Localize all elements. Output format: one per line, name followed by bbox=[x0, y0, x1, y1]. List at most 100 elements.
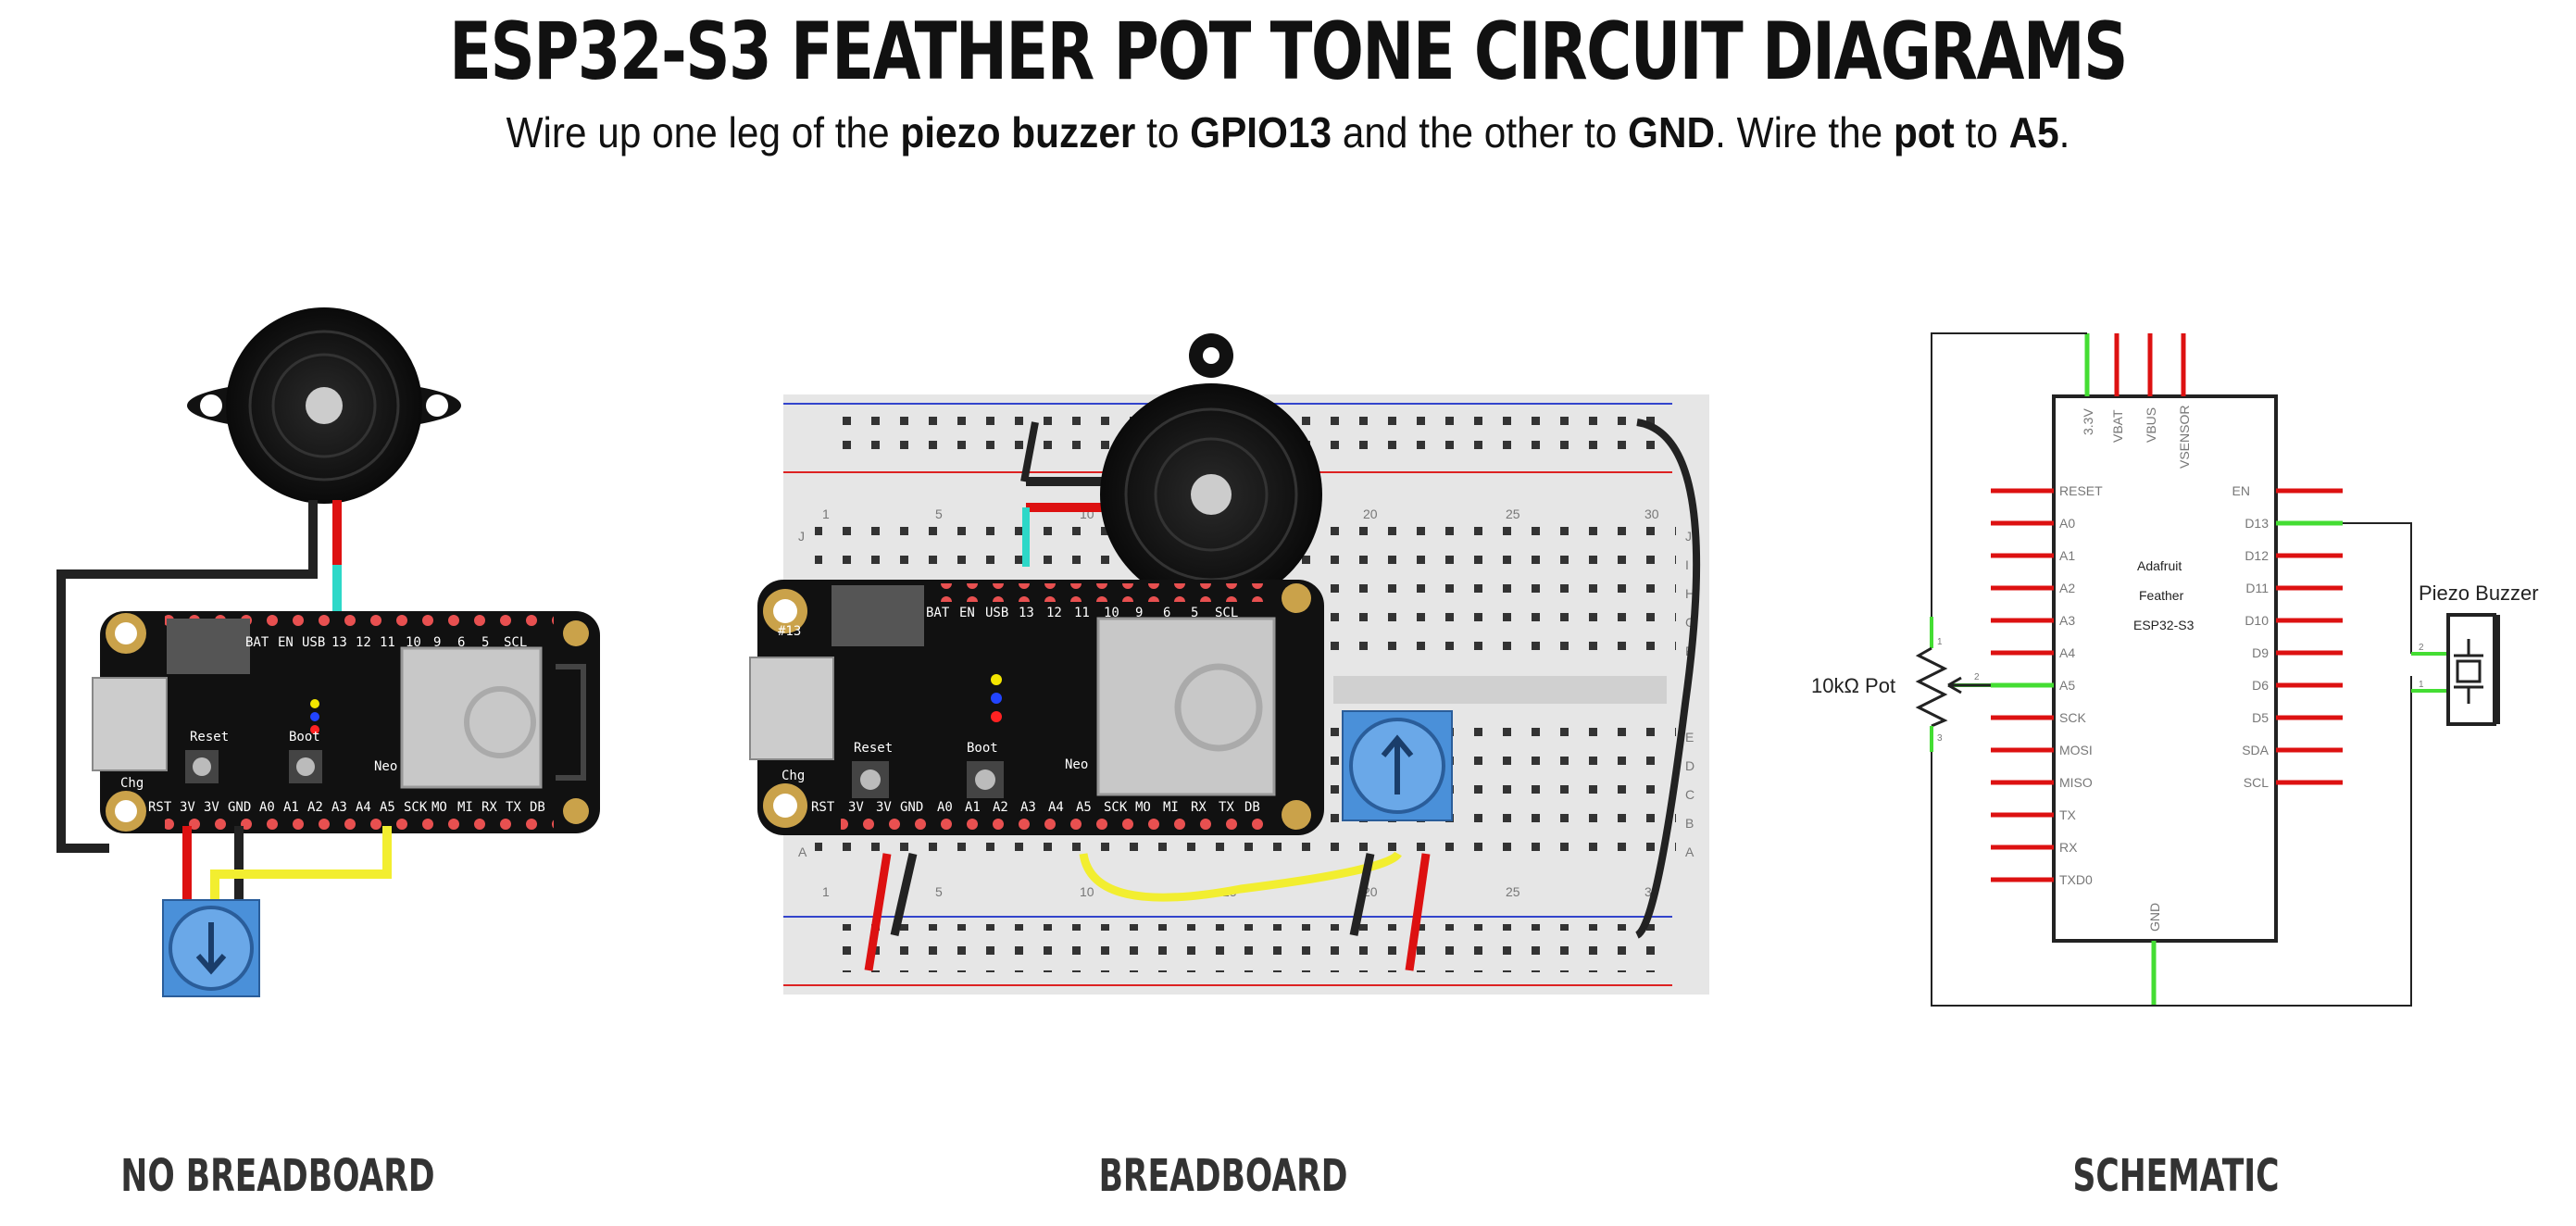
svg-text:5: 5 bbox=[935, 507, 943, 521]
wire-red-3v-rail bbox=[864, 853, 892, 971]
net-3v3 bbox=[1931, 332, 2087, 617]
svg-text:5: 5 bbox=[935, 884, 943, 899]
svg-text:J: J bbox=[798, 529, 805, 544]
svg-text:SCL: SCL bbox=[2244, 775, 2269, 790]
svg-text:EN: EN bbox=[959, 606, 975, 620]
svg-text:Adafruit: Adafruit bbox=[2137, 558, 2182, 573]
label-chg: Chg bbox=[120, 776, 144, 791]
svg-text:RST: RST bbox=[811, 800, 835, 815]
svg-text:20: 20 bbox=[1363, 507, 1378, 521]
svg-text:MI: MI bbox=[1163, 800, 1179, 815]
svg-text:I: I bbox=[1685, 557, 1689, 572]
svg-text:A4: A4 bbox=[1048, 800, 1064, 815]
svg-text:BAT: BAT bbox=[926, 606, 950, 620]
piezo-buzzer-1 bbox=[187, 307, 461, 504]
bottom-pin-labels: RST 3V 3V GND A0 A1 A2 A3 A4 A5 SCK MO M… bbox=[148, 800, 545, 815]
wire-black-gnd-rail bbox=[890, 853, 918, 936]
wire-black-pot-rail bbox=[1349, 853, 1375, 936]
svg-text:TX: TX bbox=[1219, 800, 1234, 815]
svg-text:G: G bbox=[1685, 615, 1695, 630]
label-neo: Neo bbox=[374, 759, 397, 774]
wire-yellow-a5-pot bbox=[1079, 851, 1402, 902]
svg-text:A1: A1 bbox=[283, 800, 299, 815]
page-subtitle: Wire up one leg of the piezo buzzer to G… bbox=[506, 108, 2070, 156]
svg-text:MOSI: MOSI bbox=[2059, 743, 2093, 757]
label-boot: Boot bbox=[289, 730, 320, 744]
svg-text:SCL: SCL bbox=[1215, 606, 1238, 620]
svg-text:DB: DB bbox=[1244, 800, 1260, 815]
svg-text:3V: 3V bbox=[180, 800, 195, 815]
svg-text:11: 11 bbox=[1074, 606, 1090, 620]
schematic-diagram: Adafruit Feather ESP32-S3 3.3V VBAT VBUS… bbox=[1811, 332, 2539, 1007]
schematic-right-pins: EN D13 D12 D11 D10 D9 D6 D5 SDA SCL bbox=[2232, 483, 2343, 790]
svg-text:USB: USB bbox=[985, 606, 1008, 620]
svg-text:MI: MI bbox=[457, 800, 473, 815]
net-d13 bbox=[2343, 522, 2412, 654]
svg-text:D5: D5 bbox=[2252, 710, 2269, 725]
svg-text:MO: MO bbox=[1135, 800, 1151, 815]
svg-text:30: 30 bbox=[1644, 507, 1659, 521]
svg-text:2: 2 bbox=[1974, 672, 1980, 682]
svg-text:EN: EN bbox=[278, 635, 294, 650]
schematic-potentiometer: 10kΩ Pot 1 2 3 bbox=[1811, 617, 1991, 752]
svg-text:A5: A5 bbox=[1076, 800, 1092, 815]
svg-text:D: D bbox=[1685, 758, 1694, 773]
svg-text:H: H bbox=[1685, 586, 1694, 601]
svg-text:A3: A3 bbox=[1020, 800, 1036, 815]
wire-black-rail-jumper bbox=[1020, 421, 1039, 482]
svg-text:2: 2 bbox=[2419, 643, 2424, 653]
svg-text:VSENSOR: VSENSOR bbox=[2177, 406, 2192, 469]
svg-text:3V: 3V bbox=[876, 800, 892, 815]
svg-text:SCL: SCL bbox=[504, 635, 527, 650]
svg-text:EN: EN bbox=[2232, 483, 2250, 498]
svg-text:D11: D11 bbox=[2245, 581, 2269, 595]
svg-text:SDA: SDA bbox=[2242, 743, 2269, 757]
svg-text:12: 12 bbox=[1046, 606, 1062, 620]
net-gnd bbox=[1931, 676, 2412, 1007]
potentiometer-2 bbox=[1342, 710, 1453, 821]
schematic-chip bbox=[2052, 394, 2278, 943]
svg-text:D10: D10 bbox=[2245, 613, 2269, 628]
svg-text:RST: RST bbox=[148, 800, 172, 815]
caption-schematic: SCHEMATIC bbox=[2072, 1150, 2280, 1202]
svg-text:GND: GND bbox=[2147, 903, 2162, 932]
svg-text:1: 1 bbox=[822, 884, 830, 899]
svg-text:A4: A4 bbox=[2059, 645, 2075, 660]
svg-text:GND: GND bbox=[900, 800, 923, 815]
svg-text:RESET: RESET bbox=[2059, 483, 2103, 498]
wire-red-pot-rail bbox=[1405, 853, 1431, 971]
svg-text:10: 10 bbox=[1080, 884, 1094, 899]
svg-text:Piezo Buzzer: Piezo Buzzer bbox=[2419, 582, 2539, 605]
svg-text:25: 25 bbox=[1506, 884, 1520, 899]
svg-text:25: 25 bbox=[1506, 507, 1520, 521]
svg-text:VBAT: VBAT bbox=[2110, 409, 2125, 443]
svg-text:A2: A2 bbox=[993, 800, 1008, 815]
svg-text:MO: MO bbox=[431, 800, 447, 815]
svg-text:A3: A3 bbox=[331, 800, 347, 815]
no-breadboard-diagram: Reset Boot Neo Chg BAT EN USB 13 12 11 1… bbox=[56, 307, 600, 997]
svg-text:5: 5 bbox=[481, 635, 489, 650]
label-reset-2: Reset bbox=[854, 741, 893, 756]
label-neo-2: Neo bbox=[1065, 757, 1088, 772]
svg-text:C: C bbox=[1685, 787, 1694, 802]
feather-board-2: Reset Boot Neo #13 Chg BAT EN USB 13 12 … bbox=[749, 580, 1324, 835]
wire-yellow-pot-a5 bbox=[210, 826, 392, 907]
svg-text:A: A bbox=[798, 844, 807, 859]
potentiometer-1 bbox=[162, 899, 260, 997]
svg-text:1: 1 bbox=[822, 507, 830, 521]
svg-text:VBUS: VBUS bbox=[2144, 407, 2158, 443]
svg-text:BAT: BAT bbox=[245, 635, 269, 650]
svg-text:D6: D6 bbox=[2252, 678, 2269, 693]
svg-text:A5: A5 bbox=[380, 800, 395, 815]
svg-text:6: 6 bbox=[1163, 606, 1170, 620]
bottom-pin-labels-2: RST 3V 3V GND A0 A1 A2 A3 A4 A5 SCK MO M… bbox=[811, 800, 1260, 815]
svg-text:RX: RX bbox=[2059, 840, 2078, 855]
caption-no-breadboard: NO BREADBOARD bbox=[120, 1150, 435, 1202]
svg-text:13: 13 bbox=[331, 635, 347, 650]
svg-text:10kΩ Pot: 10kΩ Pot bbox=[1811, 674, 1895, 697]
svg-text:A2: A2 bbox=[307, 800, 323, 815]
caption-breadboard: BREADBOARD bbox=[1098, 1150, 1348, 1202]
svg-text:SCK: SCK bbox=[1104, 800, 1128, 815]
svg-text:D13: D13 bbox=[2245, 516, 2269, 531]
